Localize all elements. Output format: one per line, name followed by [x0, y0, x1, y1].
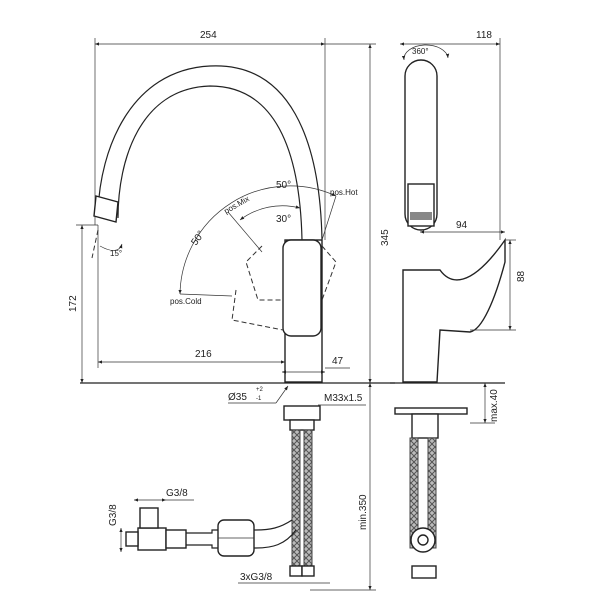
width-label: 254: [200, 30, 217, 41]
swivel-label: 360°: [412, 47, 429, 56]
base-diameter-label: Ø35: [228, 392, 247, 403]
body-offset-label: 47: [332, 356, 344, 367]
valve-handle: [139, 507, 159, 529]
deck-plate: [394, 407, 468, 415]
spout: [97, 65, 323, 241]
spout-height-label: 172: [68, 295, 79, 312]
pos-cold-label: pos.Cold: [170, 297, 202, 306]
min-hose-length-label: min.350: [358, 494, 369, 530]
spray-angle-label: 15°: [110, 249, 122, 258]
front-view: 254 15° 50° 50° 30° pos.Mix pos.Hot pos.…: [68, 30, 395, 591]
base-tolerance-lower: -1: [256, 396, 262, 402]
inlet-thread-label: G3/8: [108, 504, 119, 526]
outlet-thread-label: G3/8: [166, 488, 188, 499]
spray-head: [93, 195, 119, 223]
angle-cold-mix-label: 50°: [189, 229, 207, 248]
body-with-lever-side: [402, 237, 506, 383]
pos-hot-label: pos.Hot: [330, 188, 358, 197]
hose-connections-label: 3xG3/8: [240, 572, 273, 583]
angle-mix-hot-label: 50°: [276, 180, 291, 191]
angle-offset-label: 30°: [276, 214, 291, 225]
lever-height-label: 88: [516, 270, 527, 282]
mounting-nut: [283, 405, 321, 421]
height-label: 345: [380, 229, 391, 246]
depth-label: 118: [476, 30, 492, 41]
pos-mix-label: pos.Mix: [223, 194, 251, 216]
angle-valve: [137, 527, 167, 551]
side-view: 118 360° 94 88 max.40: [390, 30, 527, 579]
thread-label: M33x1.5: [324, 393, 363, 404]
lever-handle: [282, 239, 322, 337]
supply-hose-hot: [303, 429, 313, 567]
base-tolerance-upper: +2: [256, 387, 264, 393]
lever-reach-label: 94: [456, 220, 468, 231]
spout-reach-label: 216: [195, 349, 212, 360]
supply-hose-cold: [291, 429, 301, 567]
max-deck-label: max.40: [489, 389, 500, 422]
valve-assembly: G3/8 G3/8: [108, 488, 297, 557]
